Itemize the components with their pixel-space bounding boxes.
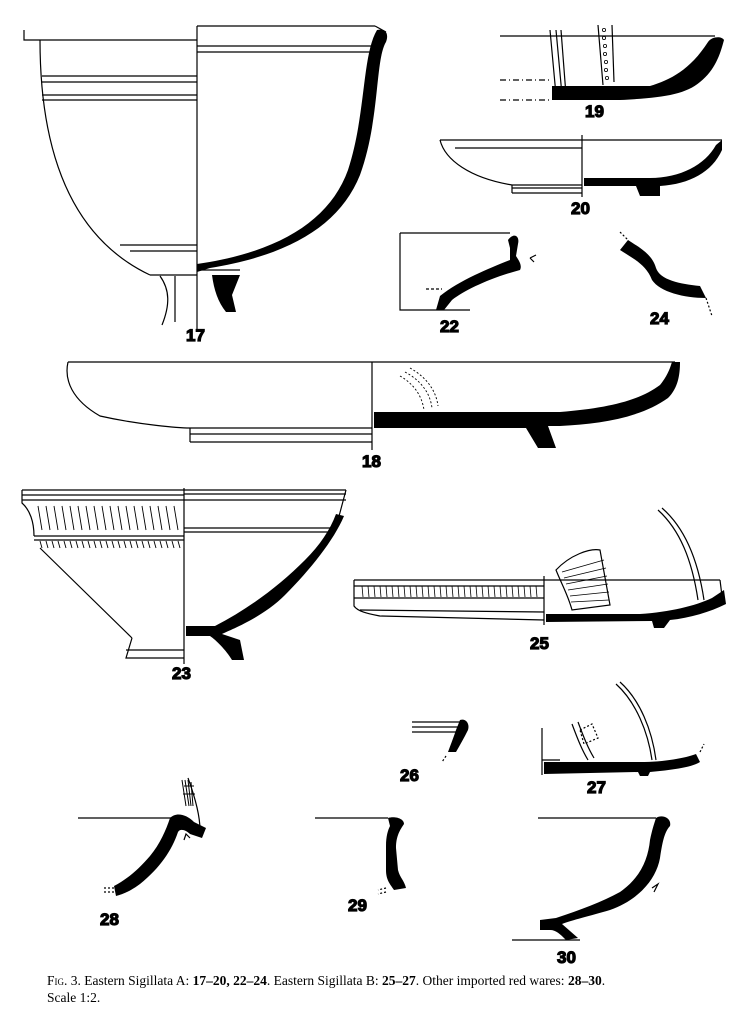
caption-figure-number: Fig. 3. [47,973,81,988]
vessel-19: 19 [500,24,724,122]
vessel-20: 20 [439,135,722,219]
figure-caption: Fig. 3. Eastern Sigillata A: 17–20, 22–2… [47,972,737,1006]
caption-text-3: . Other imported red wares: [415,973,568,988]
figure-label-19: 19 [585,102,604,121]
vessel-17: 17 [23,25,388,346]
vessel-25: 25 [353,507,726,654]
figure-label-20: 20 [571,199,590,218]
vessel-18: 18 [66,361,680,472]
figure-label-24: 24 [650,309,669,328]
caption-text-2: . Eastern Sigillata B: [266,973,382,988]
caption-scale: Scale 1:2. [47,990,101,1005]
caption-bold-1: 17–20, 22–24 [192,973,267,988]
caption-text-1: Eastern Sigillata A: [80,973,193,988]
figure-label-18: 18 [362,452,381,471]
vessel-29: 29 [315,817,406,916]
vessel-28: 28 [78,777,206,930]
figure-label-22: 22 [440,317,459,336]
figure-label-25: 25 [530,634,549,653]
figure-label-30: 30 [557,948,576,967]
figure-label-17: 17 [186,326,205,345]
caption-bold-3: 28–30 [567,973,602,988]
caption-text-4: . [601,973,606,988]
vessel-27: 27 [541,681,705,798]
vessel-23: 23 [21,488,347,684]
vessel-24: 24 [619,231,713,329]
vessel-22: 22 [399,232,537,337]
vessel-26: 26 [399,719,469,786]
figure-label-26: 26 [400,766,419,785]
caption-bold-2: 25–27 [381,973,416,988]
figure-label-28: 28 [100,910,119,929]
figure-label-27: 27 [587,778,606,797]
figure-label-29: 29 [348,896,367,915]
vessel-30: 30 [512,816,671,968]
figure-label-23: 23 [172,664,191,683]
